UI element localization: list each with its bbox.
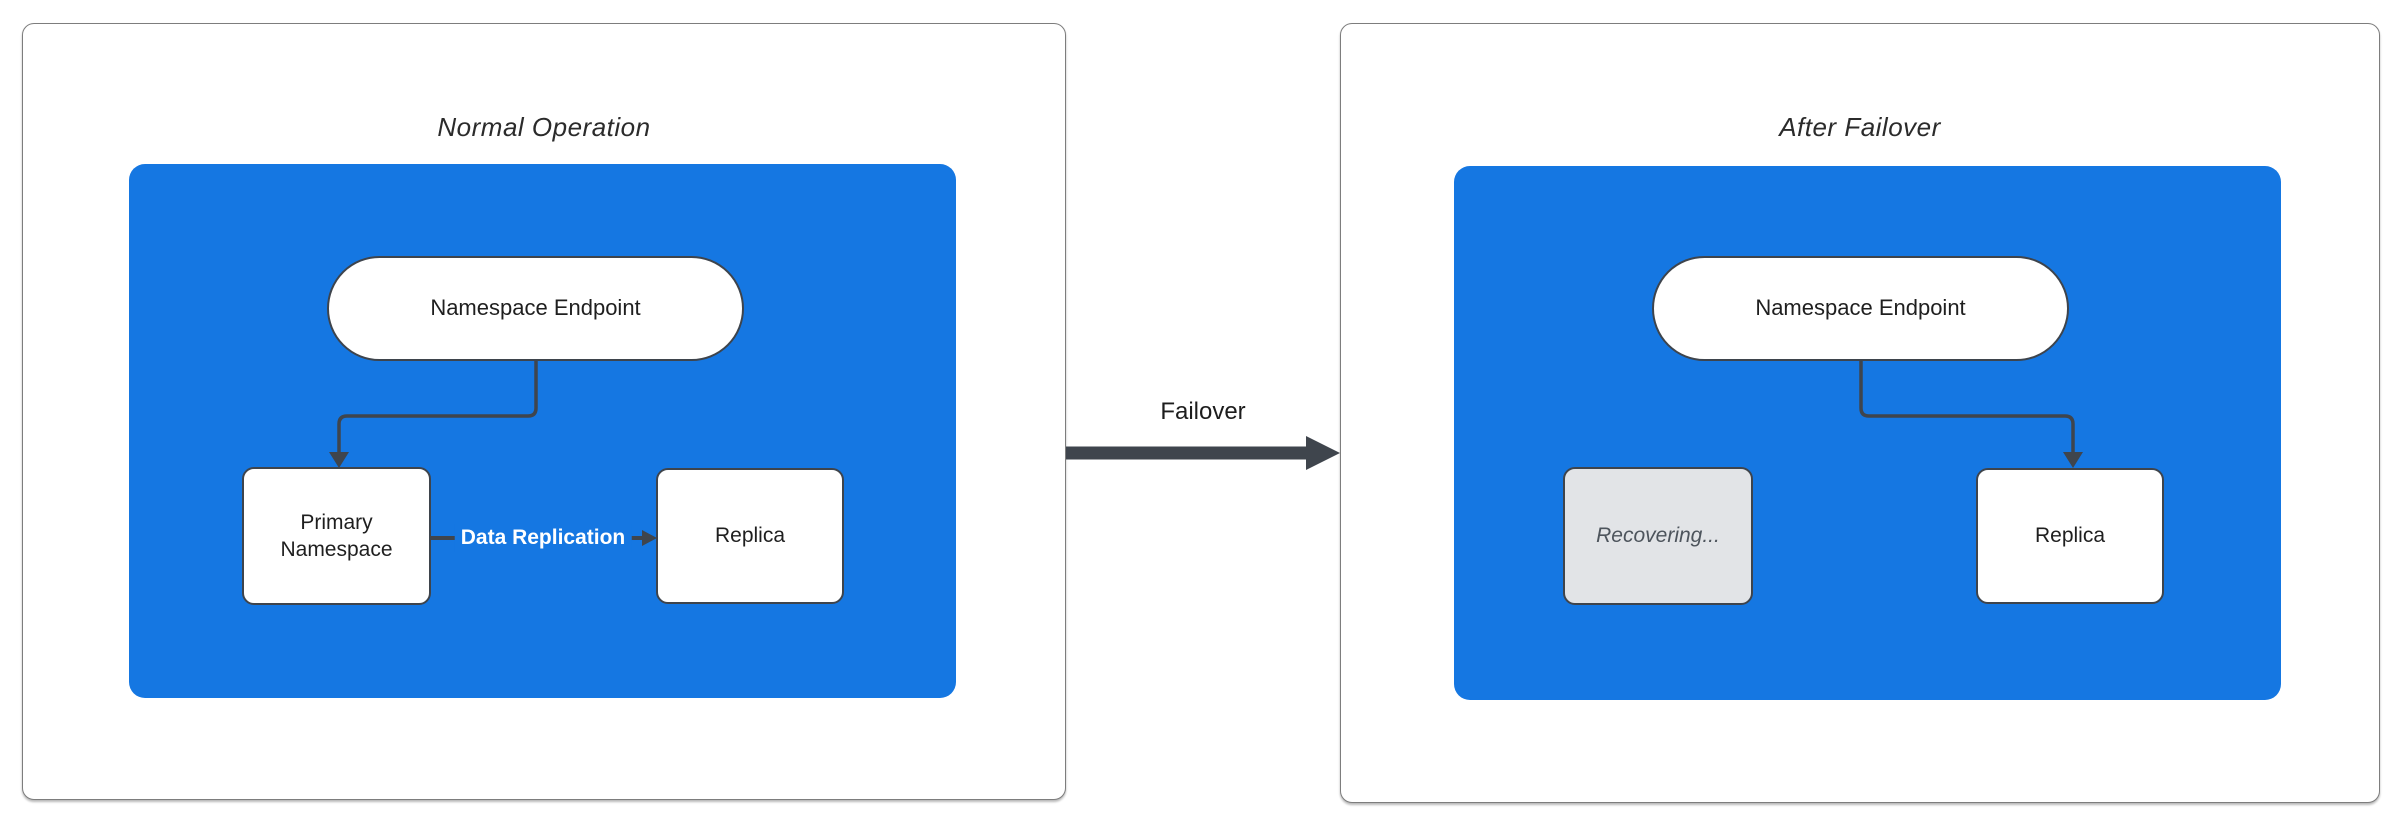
- endpoint-to-replica-connector: [1859, 361, 2083, 468]
- namespace-endpoint-node: Namespace Endpoint: [327, 256, 744, 361]
- arrowhead-down-icon: [329, 452, 349, 468]
- arrowhead-down-icon: [2063, 452, 2083, 468]
- replica-node: Replica: [656, 468, 844, 604]
- namespace-endpoint-label: Namespace Endpoint: [1755, 295, 1966, 321]
- recovering-node: Recovering...: [1563, 467, 1753, 605]
- panel-normal-operation: Normal Operation Namespace Endpoint Prim…: [22, 23, 1066, 800]
- namespace-cluster: Namespace Endpoint Primary Namespace Rep…: [129, 164, 956, 698]
- replica-label: Replica: [2034, 524, 2106, 548]
- endpoint-to-primary-connector: [329, 361, 657, 546]
- replication-label: Data Replication: [454, 524, 632, 552]
- failover-arrow: [1066, 436, 1340, 470]
- primary-namespace-label: Primary Namespace: [280, 510, 393, 561]
- namespace-endpoint-label: Namespace Endpoint: [430, 295, 641, 321]
- replica-label: Replica: [714, 524, 786, 548]
- panel-after-failover: After Failover Namespace Endpoint Recove…: [1340, 23, 2380, 803]
- arrowhead-right-icon: [642, 530, 657, 546]
- namespace-endpoint-node: Namespace Endpoint: [1652, 256, 2069, 361]
- replica-node: Replica: [1976, 468, 2164, 604]
- primary-namespace-node: Primary Namespace: [242, 467, 431, 605]
- namespace-cluster: Namespace Endpoint Recovering... Replica: [1454, 166, 2281, 700]
- arrowhead-right-icon: [1306, 436, 1340, 470]
- panel-title: After Failover: [1779, 112, 1941, 142]
- failover-label: Failover: [1160, 398, 1246, 425]
- failover-transition: Failover: [1066, 398, 1340, 470]
- panel-title: Normal Operation: [437, 112, 651, 142]
- recovering-label: Recovering...: [1596, 524, 1720, 548]
